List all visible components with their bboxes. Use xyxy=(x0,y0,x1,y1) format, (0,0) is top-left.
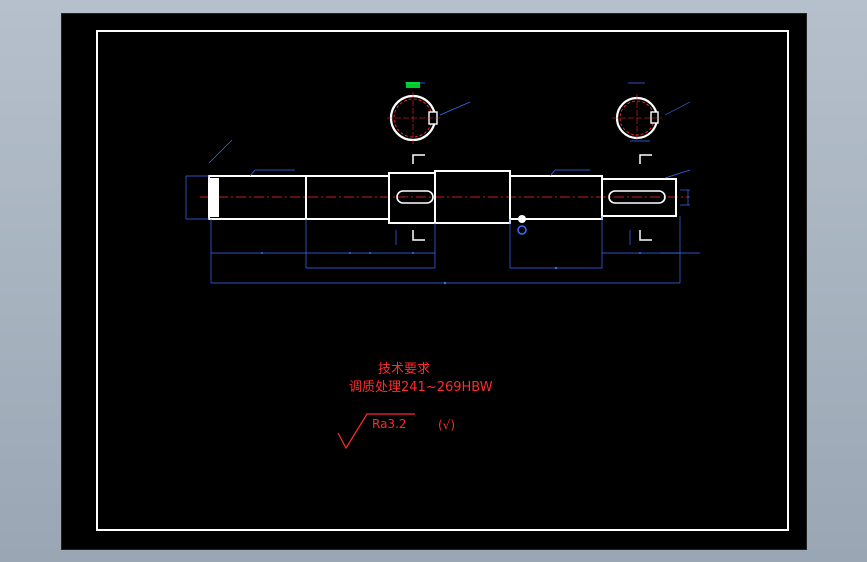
section-view-left xyxy=(387,82,440,144)
keyways xyxy=(396,190,666,204)
drawing-sheet xyxy=(61,13,807,550)
datum-marker xyxy=(517,215,527,235)
shaft-outline xyxy=(208,170,677,224)
section-markers xyxy=(412,154,652,241)
roughness-rest: (√) xyxy=(438,418,455,432)
dimension-ticks xyxy=(261,252,641,285)
section-view-right xyxy=(612,94,662,142)
roughness-symbol xyxy=(337,413,415,450)
dimension-lines xyxy=(185,82,700,284)
roughness-value: Ra3.2 xyxy=(372,417,407,431)
tech-requirements-line: 调质处理241~269HBW xyxy=(349,380,493,395)
drawing-frame xyxy=(96,30,789,531)
tech-requirements-title: 技术要求 xyxy=(378,362,430,377)
